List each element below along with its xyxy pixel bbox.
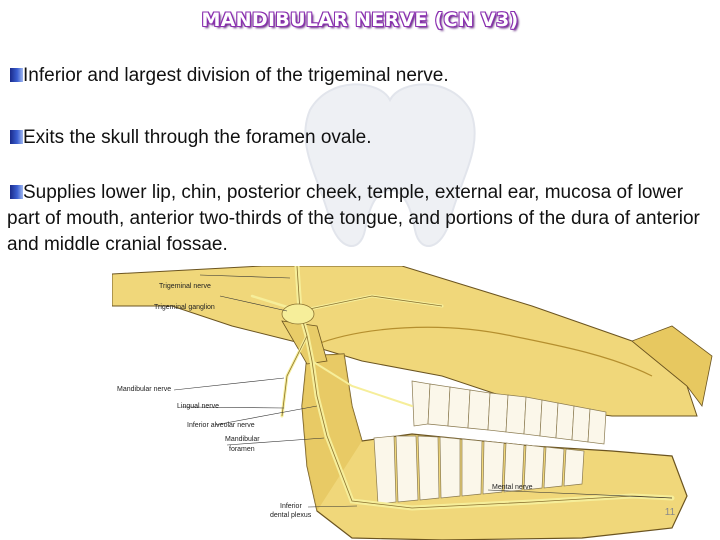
square-bullet-icon xyxy=(10,68,23,82)
label-mandibular-foramen: foramen xyxy=(229,446,255,453)
slide-title: MANDIBULAR NERVE (CN V3) xyxy=(201,9,519,31)
square-bullet-icon xyxy=(10,130,23,144)
label-mandibular-foramen: Mandibular xyxy=(225,436,260,443)
label-inferior-alveolar-nerve: Inferior alveolar nerve xyxy=(187,422,255,429)
label-lingual-nerve: Lingual nerve xyxy=(177,403,220,410)
bullet-item: Inferior and largest division of the tri… xyxy=(7,63,712,89)
square-bullet-icon xyxy=(10,185,23,199)
bullet-text: Exits the skull through the foramen oval… xyxy=(23,127,372,148)
bullet-text: Supplies lower lip, chin, posterior chee… xyxy=(7,182,700,255)
label-inferior-dental-plexus: dental plexus xyxy=(270,512,312,519)
skull-mandible-drawing xyxy=(111,263,713,540)
lower-teeth-roots xyxy=(373,435,585,505)
bullet-item: Exits the skull through the foramen oval… xyxy=(7,125,712,151)
label-trigeminal-ganglion: Trigeminal ganglion xyxy=(154,304,215,311)
bullet-item: Supplies lower lip, chin, posterior chee… xyxy=(7,180,712,258)
label-inferior-dental-plexus: Inferior xyxy=(280,503,302,510)
label-mental-nerve: Mental nerve xyxy=(492,484,533,491)
label-mandibular-nerve: Mandibular nerve xyxy=(117,386,172,393)
tooth-watermark-icon xyxy=(304,83,476,247)
upper-teeth xyxy=(411,380,607,445)
mandibular-nerve-illustration: Trigeminal nerve Trigeminal ganglion Man… xyxy=(111,263,720,540)
page-number: 11 xyxy=(664,507,676,518)
label-trigeminal-nerve: Trigeminal nerve xyxy=(159,283,211,290)
bullet-text: Inferior and largest division of the tri… xyxy=(23,65,449,86)
